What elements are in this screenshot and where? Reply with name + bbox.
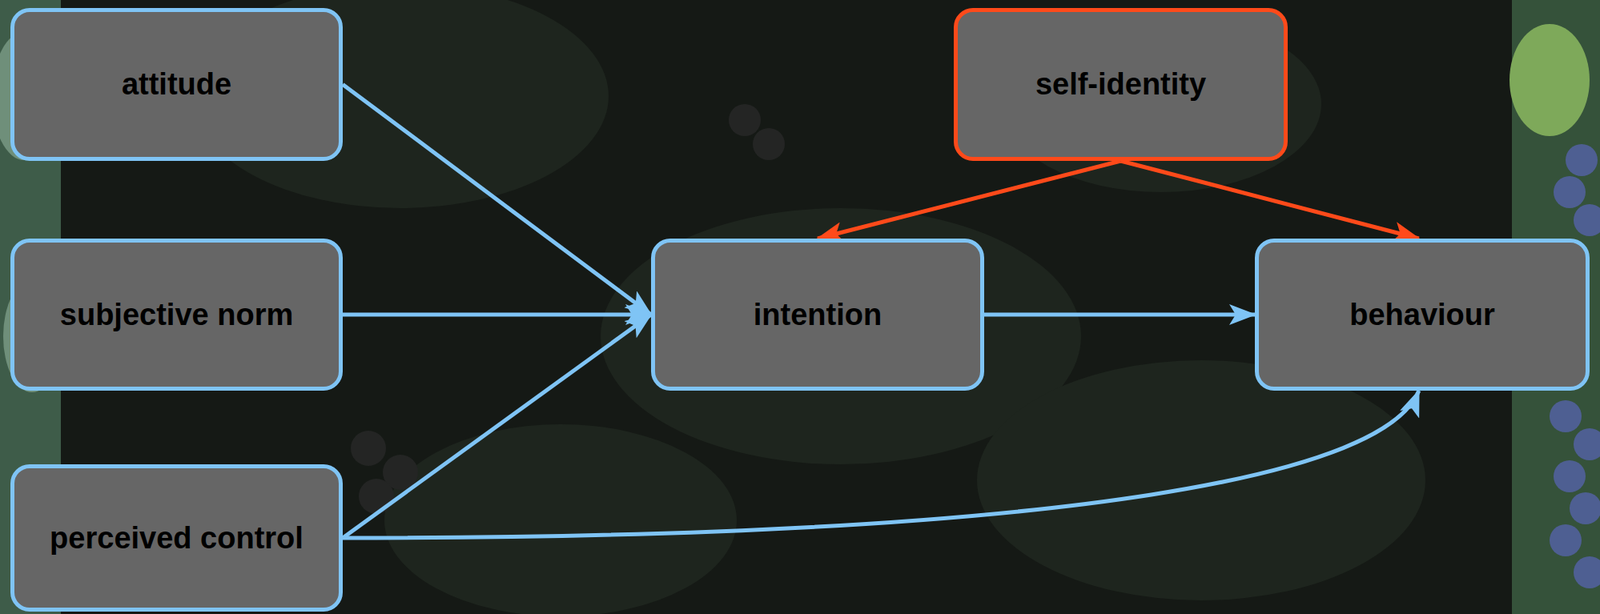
concept-box: subjective norm xyxy=(10,238,343,391)
concept-box: perceived control xyxy=(10,464,343,612)
concept-label: intention xyxy=(753,297,882,333)
concept-label: perceived control xyxy=(49,521,304,556)
concept-box: behaviour xyxy=(1254,238,1590,391)
concept-label: subjective norm xyxy=(60,297,294,333)
influence-arrow xyxy=(342,313,652,318)
concept-box: intention xyxy=(651,238,985,391)
concept-box: attitude xyxy=(10,8,343,161)
concept-label: behaviour xyxy=(1349,297,1496,333)
right-leaf xyxy=(1509,24,1590,137)
influence-arrow xyxy=(342,314,652,539)
concept-label: self-identity xyxy=(1035,67,1207,102)
influence-arrow xyxy=(817,160,1122,239)
influence-arrow xyxy=(984,313,1255,318)
influence-arrow xyxy=(342,84,652,316)
concept-box: self-identity xyxy=(953,8,1288,161)
influence-arrow xyxy=(1121,160,1420,239)
influence-arrow xyxy=(342,390,1420,539)
concept-label: attitude xyxy=(121,67,232,102)
leaf-shapes xyxy=(192,0,1426,614)
